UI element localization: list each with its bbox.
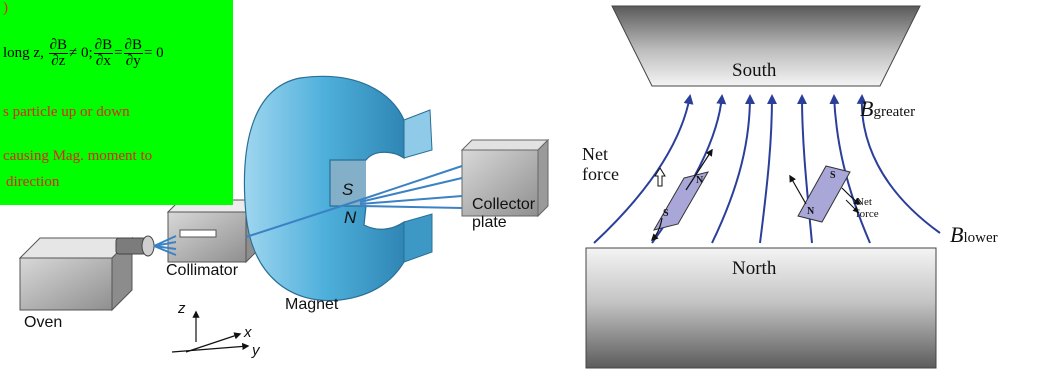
field-lines bbox=[593, 94, 941, 244]
net-force-label-left: Net force bbox=[582, 144, 619, 184]
fraction-denominator: ∂y bbox=[125, 53, 141, 69]
collector-label-line1: Collector bbox=[472, 196, 536, 213]
collector-label-line2: plate bbox=[472, 214, 507, 231]
field-diagram bbox=[585, 5, 941, 369]
oven bbox=[18, 235, 155, 312]
apparatus-illustration bbox=[18, 75, 550, 353]
axis-x-label: x bbox=[244, 324, 252, 341]
b-lower-label: Blower bbox=[950, 222, 998, 248]
equals-sign: = bbox=[114, 44, 123, 61]
equals-zero: = 0 bbox=[143, 44, 164, 61]
notes-panel: ) long z, ∂B ∂z ≠ 0; ∂B ∂x = ∂B ∂y = 0 s… bbox=[0, 0, 233, 205]
notes-line-5: direction bbox=[6, 174, 60, 190]
fraction-dbdy: ∂B ∂y bbox=[123, 37, 143, 69]
dipole-left bbox=[650, 148, 713, 242]
north-pole-label: North bbox=[732, 258, 777, 279]
gradient-equation: long z, ∂B ∂z ≠ 0; ∂B ∂x = ∂B ∂y = 0 bbox=[3, 38, 164, 69]
atomic-beam bbox=[153, 165, 463, 256]
north-pole bbox=[585, 247, 937, 369]
net-force-label-right: Net force bbox=[856, 196, 879, 220]
magnet-label: Magnet bbox=[285, 296, 339, 313]
collimator-label: Collimator bbox=[166, 262, 239, 279]
equation-prefix: long z, bbox=[3, 44, 44, 61]
net-force-right-line1: Net bbox=[856, 196, 872, 208]
b-lower-subscript: lower bbox=[963, 230, 998, 246]
coordinate-axes bbox=[171, 310, 250, 353]
not-equal-zero: ≠ 0; bbox=[69, 44, 93, 61]
dipole-left-s-label: S bbox=[663, 208, 669, 219]
notes-line-3: s particle up or down bbox=[3, 104, 130, 120]
collector-plate bbox=[460, 138, 550, 218]
axis-z-label: z bbox=[178, 300, 186, 317]
fraction-denominator: ∂z bbox=[51, 53, 66, 69]
magnet-pole-s-label: S bbox=[342, 180, 354, 199]
net-force-right-line2: force bbox=[856, 208, 879, 220]
dipole-left-n-label: N bbox=[696, 175, 704, 186]
south-pole bbox=[611, 5, 921, 87]
dipole-right bbox=[789, 165, 862, 223]
b-greater-symbol: B bbox=[860, 96, 874, 121]
b-greater-label: Bgreater bbox=[860, 96, 915, 122]
fraction-denominator: ∂x bbox=[95, 53, 111, 69]
magnet-pole-n-label: N bbox=[344, 208, 357, 227]
fraction-dbdz: ∂B ∂z bbox=[48, 37, 68, 69]
fraction-numerator: ∂B bbox=[93, 37, 114, 54]
collector-plate-label: Collector plate bbox=[472, 196, 535, 232]
fraction-dbdx: ∂B ∂x bbox=[93, 37, 114, 69]
collimator bbox=[166, 198, 260, 264]
net-force-arrow-left bbox=[654, 167, 666, 187]
net-force-left-line1: Net bbox=[582, 144, 608, 164]
b-greater-subscript: greater bbox=[873, 104, 916, 120]
fraction-numerator: ∂B bbox=[48, 37, 68, 54]
dipole-right-n-label: N bbox=[807, 206, 815, 217]
net-force-left-line2: force bbox=[582, 164, 619, 184]
dipole-right-s-label: S bbox=[830, 170, 836, 181]
notes-line-4: causing Mag. moment to bbox=[3, 148, 153, 164]
b-lower-symbol: B bbox=[950, 222, 964, 247]
oven-label: Oven bbox=[24, 314, 63, 331]
fraction-numerator: ∂B bbox=[123, 37, 143, 54]
magnet bbox=[243, 75, 433, 302]
axis-y-label: y bbox=[252, 342, 260, 359]
notes-line-1: ) bbox=[3, 0, 8, 16]
south-pole-label: South bbox=[732, 60, 777, 81]
